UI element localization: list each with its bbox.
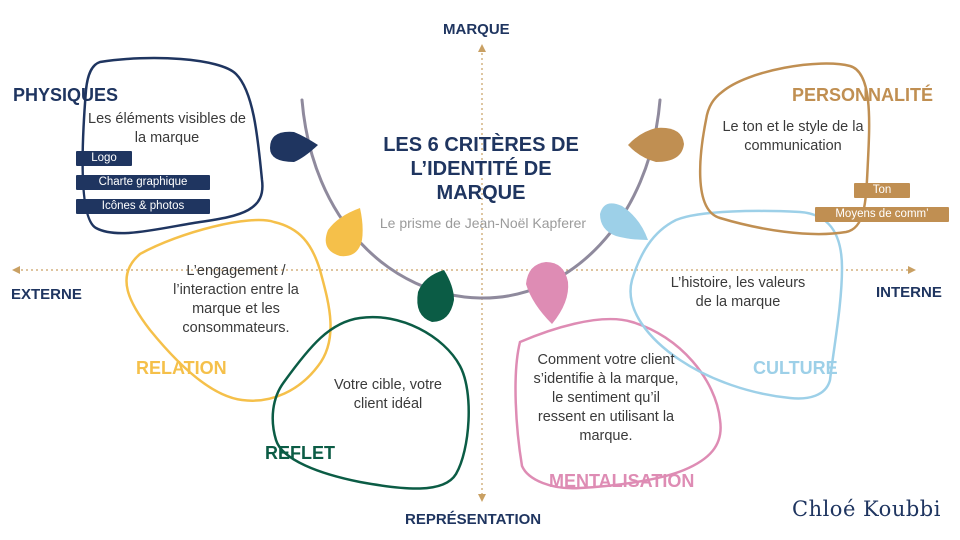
petal-culture (600, 203, 648, 240)
tag-moyens-de-comm: Moyens de comm’ (815, 207, 949, 222)
mentalisation-frame (514, 317, 722, 490)
axis-arrow-right (908, 266, 916, 274)
culture-frame (629, 209, 844, 400)
petal-reflet (417, 270, 454, 322)
relation-description: L’engagement / l’interaction entre la ma… (173, 263, 299, 336)
petal-physiques (270, 131, 318, 162)
reflet-label: REFLET (265, 443, 335, 463)
mentalisation-label: MENTALISATION (549, 471, 695, 491)
relation-label: RELATION (136, 358, 227, 378)
petal-mentalisation (526, 262, 569, 324)
culture-description: L’histoire, les valeurs de la marque (670, 275, 806, 310)
mentalisation-description: Comment votre client s’identifie à la ma… (533, 352, 679, 444)
page-title: LES 6 CRITÈRES DE L’IDENTITÉ DE MARQUE (383, 134, 579, 204)
axis-label-top: MARQUE (443, 21, 510, 38)
petal-relation (325, 208, 363, 257)
tag-ton: Ton (854, 183, 910, 198)
personnalite-description: Le ton et le style de la communication (722, 119, 864, 154)
axis-label-right: INTERNE (876, 284, 942, 301)
personnalite-label: PERSONNALITÉ (792, 85, 934, 105)
physiques-label: PHYSIQUES (13, 85, 119, 105)
physiques-description: Les éléments visibles de la marque (88, 111, 246, 146)
personnalite-frame (698, 62, 871, 236)
reflet-frame (271, 315, 470, 490)
tag-logo: Logo (76, 151, 132, 166)
petal-personnalite (628, 127, 684, 162)
reflet-description: Votre cible, votre client idéal (334, 377, 442, 412)
page-subtitle: Le prisme de Jean-Noël Kapferer (379, 215, 587, 231)
culture-label: CULTURE (753, 358, 838, 378)
physiques-frame (81, 56, 264, 235)
axis-label-left: EXTERNE (11, 286, 82, 303)
tag-icones-photos: Icônes & photos (76, 199, 210, 214)
axis-arrow-up (478, 44, 486, 52)
relation-frame (125, 218, 332, 402)
prism-arc (300, 98, 662, 300)
axis-arrow-down (478, 494, 486, 502)
tag-charte-graphique: Charte graphique (76, 175, 210, 190)
brand-signature: Chloé Koubbi (792, 497, 941, 521)
axis-arrow-left (12, 266, 20, 274)
axis-label-bottom: REPRÉSENTATION (405, 511, 542, 528)
